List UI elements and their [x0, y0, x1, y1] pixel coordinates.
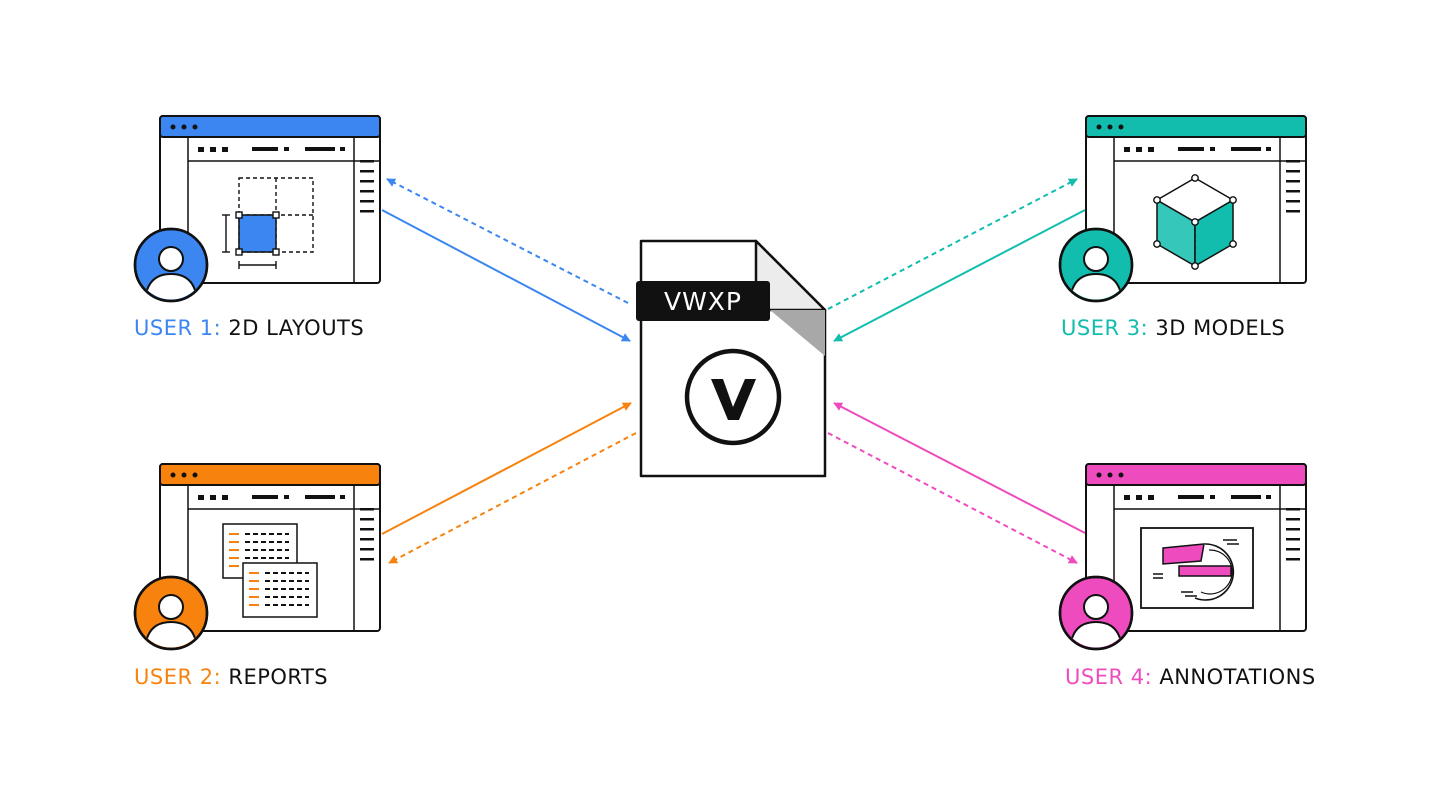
user-2-toolbar — [198, 495, 345, 500]
user-panels — [133, 115, 1307, 651]
user-4-label-prefix: USER 4: — [1065, 665, 1153, 689]
window-dots-icon — [1096, 124, 1124, 130]
user-1-pull-arrow — [386, 178, 629, 304]
window-dots-icon — [1096, 472, 1124, 478]
user-2-title-bar — [159, 463, 381, 486]
user-4-window — [1058, 463, 1307, 651]
user-2-label-prefix: USER 2: — [134, 665, 222, 689]
user-3-label-role: 3D MODELS — [1155, 316, 1286, 340]
user-1-toolbar — [198, 147, 345, 152]
user-3-window — [1058, 115, 1307, 303]
selected-shape — [238, 214, 277, 253]
user-2-window — [133, 463, 381, 651]
user-3-side-panel — [1286, 160, 1300, 213]
user-2-side-panel — [360, 508, 374, 561]
user-1-window — [133, 115, 381, 303]
user-avatar-icon — [133, 575, 209, 651]
user-avatar-icon — [1058, 575, 1134, 651]
file-type-label: VWXP — [664, 287, 742, 316]
report-sheets-icon — [222, 523, 318, 618]
user-1-push-arrow — [381, 209, 631, 342]
user-3-label-prefix: USER 3: — [1061, 316, 1149, 340]
user-1-label-role: 2D LAYOUTS — [228, 316, 365, 340]
user-4-label: USER 4: ANNOTATIONS — [1065, 665, 1316, 689]
file-type-tag — [636, 281, 770, 321]
annotation-markup-icon — [1140, 527, 1254, 609]
user-3-push-arrow — [833, 209, 1086, 342]
user-4-pull-arrow — [827, 432, 1078, 564]
sync-arrows — [381, 178, 1086, 564]
user-3-label: USER 3: 3D MODELS — [1061, 316, 1285, 340]
vwxp-file-icon: VWXP — [636, 239, 827, 478]
window-dots-icon — [170, 472, 198, 478]
user-4-push-arrow — [833, 402, 1086, 534]
markup-shape — [1178, 565, 1232, 577]
user-1-label: USER 1: 2D LAYOUTS — [134, 316, 364, 340]
user-avatar-icon — [1058, 227, 1134, 303]
user-2-label: USER 2: REPORTS — [134, 665, 328, 689]
cube-model-icon — [1153, 174, 1237, 270]
user-1-title-bar — [159, 115, 381, 138]
user-3-title-bar — [1085, 115, 1307, 138]
user-4-side-panel — [1286, 508, 1300, 561]
user-4-toolbar — [1124, 495, 1271, 500]
user-4-title-bar — [1085, 463, 1307, 486]
user-2-pull-arrow — [388, 432, 637, 564]
user-3-toolbar — [1124, 147, 1271, 152]
vectorworks-logo-icon — [684, 348, 782, 446]
user-1-side-panel — [360, 160, 374, 213]
window-dots-icon — [170, 124, 198, 130]
markup-shape — [1162, 543, 1205, 565]
user-2-label-role: REPORTS — [228, 665, 329, 689]
layout-grid-icon — [222, 177, 314, 269]
user-3-pull-arrow — [827, 178, 1078, 310]
user-4-label-role: ANNOTATIONS — [1159, 665, 1316, 689]
user-2-push-arrow — [381, 402, 632, 535]
user-avatar-icon — [133, 227, 209, 303]
user-1-label-prefix: USER 1: — [134, 316, 222, 340]
